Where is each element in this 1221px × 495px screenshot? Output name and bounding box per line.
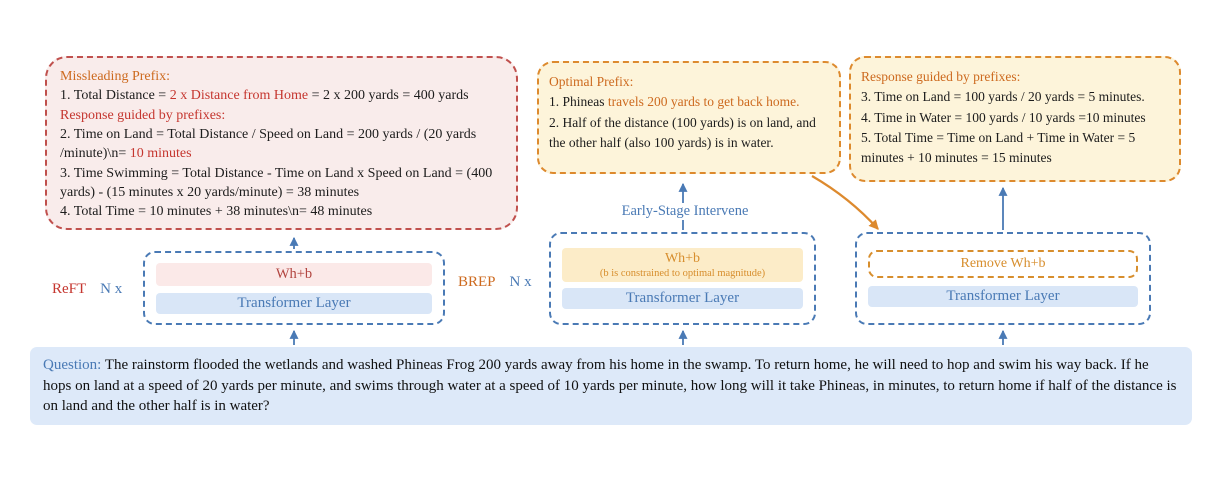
question-text: The rainstorm flooded the wetlands and w… — [43, 357, 1177, 415]
optimal-line1-highlight: travels 200 yards to get back home. — [607, 94, 800, 110]
response-title: Response guided by prefixes: — [861, 67, 1169, 87]
brep-constraint-label: (b is constrained to optimal magnitude) — [599, 267, 766, 279]
misleading-line1-highlight: 2 x Distance from Home — [169, 88, 309, 104]
misleading-title-text: Missleading Prefix: — [60, 69, 171, 84]
optimal-prefix-box: Optimal Prefix: 1. Phineas travels 200 y… — [537, 61, 841, 174]
response-prefix-box: Response guided by prefixes: 3. Time on … — [849, 56, 1181, 182]
misleading-line1: 1. Total Distance = 2 x Distance from Ho… — [60, 88, 469, 104]
optimal-title: Optimal Prefix: — [549, 72, 829, 92]
misleading-line2: 2. Time on Land = Total Distance / Speed… — [60, 126, 477, 162]
misleading-prefix-box: Missleading Prefix: 1. Total Distance = … — [45, 56, 518, 230]
remove-intervention-chip: Remove Wh+b — [868, 250, 1138, 278]
misleading-line3: 3. Time Swimming = Total Distance - Time… — [60, 165, 493, 200]
arrow-optimal-to-remove — [811, 175, 879, 230]
question-label: Question: — [43, 357, 105, 373]
reft-label: ReFT — [52, 281, 87, 297]
response-line1: 3. Time on Land = 100 yards / 20 yards =… — [861, 89, 1145, 105]
misleading-line4: 4. Total Time = 10 minutes + 38 minutes\… — [60, 204, 373, 220]
optimal-title-text: Optimal Prefix: — [549, 74, 634, 89]
reft-module-box: Wh+b Transformer Layer — [143, 251, 445, 325]
misleading-line2-highlight: 10 minutes — [129, 146, 192, 162]
brep-transformer-layer-chip: Transformer Layer — [562, 287, 803, 309]
remove-transformer-layer-chip: Transformer Layer — [868, 286, 1138, 307]
reft-intervention-chip: Wh+b — [156, 262, 432, 286]
brep-label-group: BREP N x — [458, 274, 532, 291]
brep-label: BREP — [458, 274, 496, 290]
brep-intervention-chip: Wh+b (b is constrained to optimal magnit… — [562, 248, 803, 282]
question-box: Question: The rainstorm flooded the wetl… — [30, 347, 1192, 425]
misleading-subtitle: Response guided by prefixes: — [60, 107, 226, 123]
reft-multiplier: N x — [100, 281, 123, 297]
response-line2: 4. Time in Water = 100 yards / 10 yards … — [861, 109, 1146, 125]
response-line3: 5. Total Time = Time on Land + Time in W… — [861, 129, 1136, 165]
early-stage-intervene-label: Early-Stage Intervene — [610, 203, 760, 220]
reft-label-group: ReFT N x — [52, 281, 122, 298]
optimal-line2: 2. Half of the distance (100 yards) is o… — [549, 114, 816, 150]
brep-module-box: Wh+b (b is constrained to optimal magnit… — [549, 232, 816, 325]
brep-intervention-label: Wh+b — [664, 251, 701, 267]
optimal-line1: 1. Phineas travels 200 yards to get back… — [549, 94, 800, 110]
remove-module-box: Remove Wh+b Transformer Layer — [855, 232, 1151, 325]
brep-multiplier: N x — [509, 274, 532, 290]
response-title-text: Response guided by prefixes: — [861, 69, 1021, 84]
reft-transformer-layer-chip: Transformer Layer — [156, 292, 432, 314]
misleading-title: Missleading Prefix: — [60, 67, 503, 86]
